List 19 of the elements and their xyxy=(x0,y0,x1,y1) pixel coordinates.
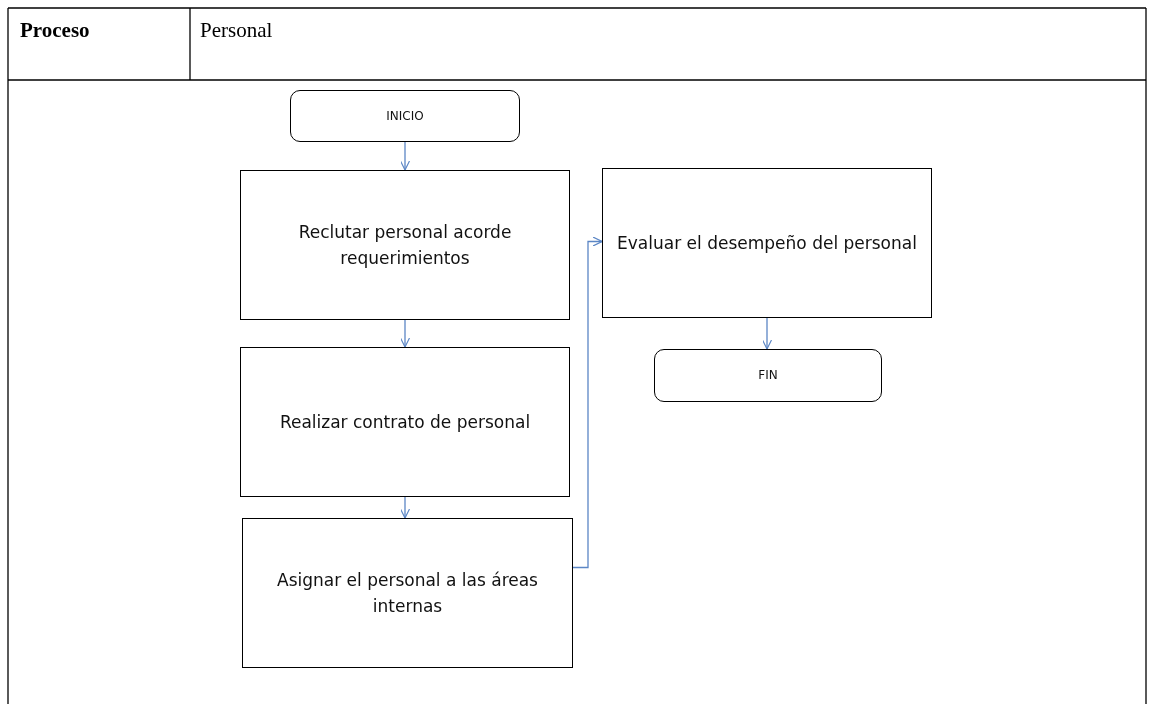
process-box xyxy=(242,518,573,668)
node-text: Evaluar el desempeño del personal xyxy=(616,231,918,255)
node-text: Asignar el personal a las áreas internas xyxy=(276,568,539,618)
process-box xyxy=(240,170,570,320)
table-cell-text: Proceso xyxy=(20,18,90,43)
arrow xyxy=(572,236,603,569)
terminator-box xyxy=(290,90,520,142)
arrow xyxy=(399,319,411,348)
process-box xyxy=(240,347,570,497)
arrow xyxy=(761,317,773,350)
terminator-box xyxy=(654,349,882,402)
table-cell-text: Personal xyxy=(200,18,273,43)
process-box xyxy=(602,168,932,318)
arrow xyxy=(399,141,411,171)
arrow xyxy=(399,496,411,519)
node-text: Realizar contrato de personal xyxy=(278,410,532,434)
node-text: INICIO xyxy=(385,107,425,125)
node-text: FIN xyxy=(757,367,779,385)
node-text: Reclutar personal acorde requerimientos xyxy=(297,220,513,270)
